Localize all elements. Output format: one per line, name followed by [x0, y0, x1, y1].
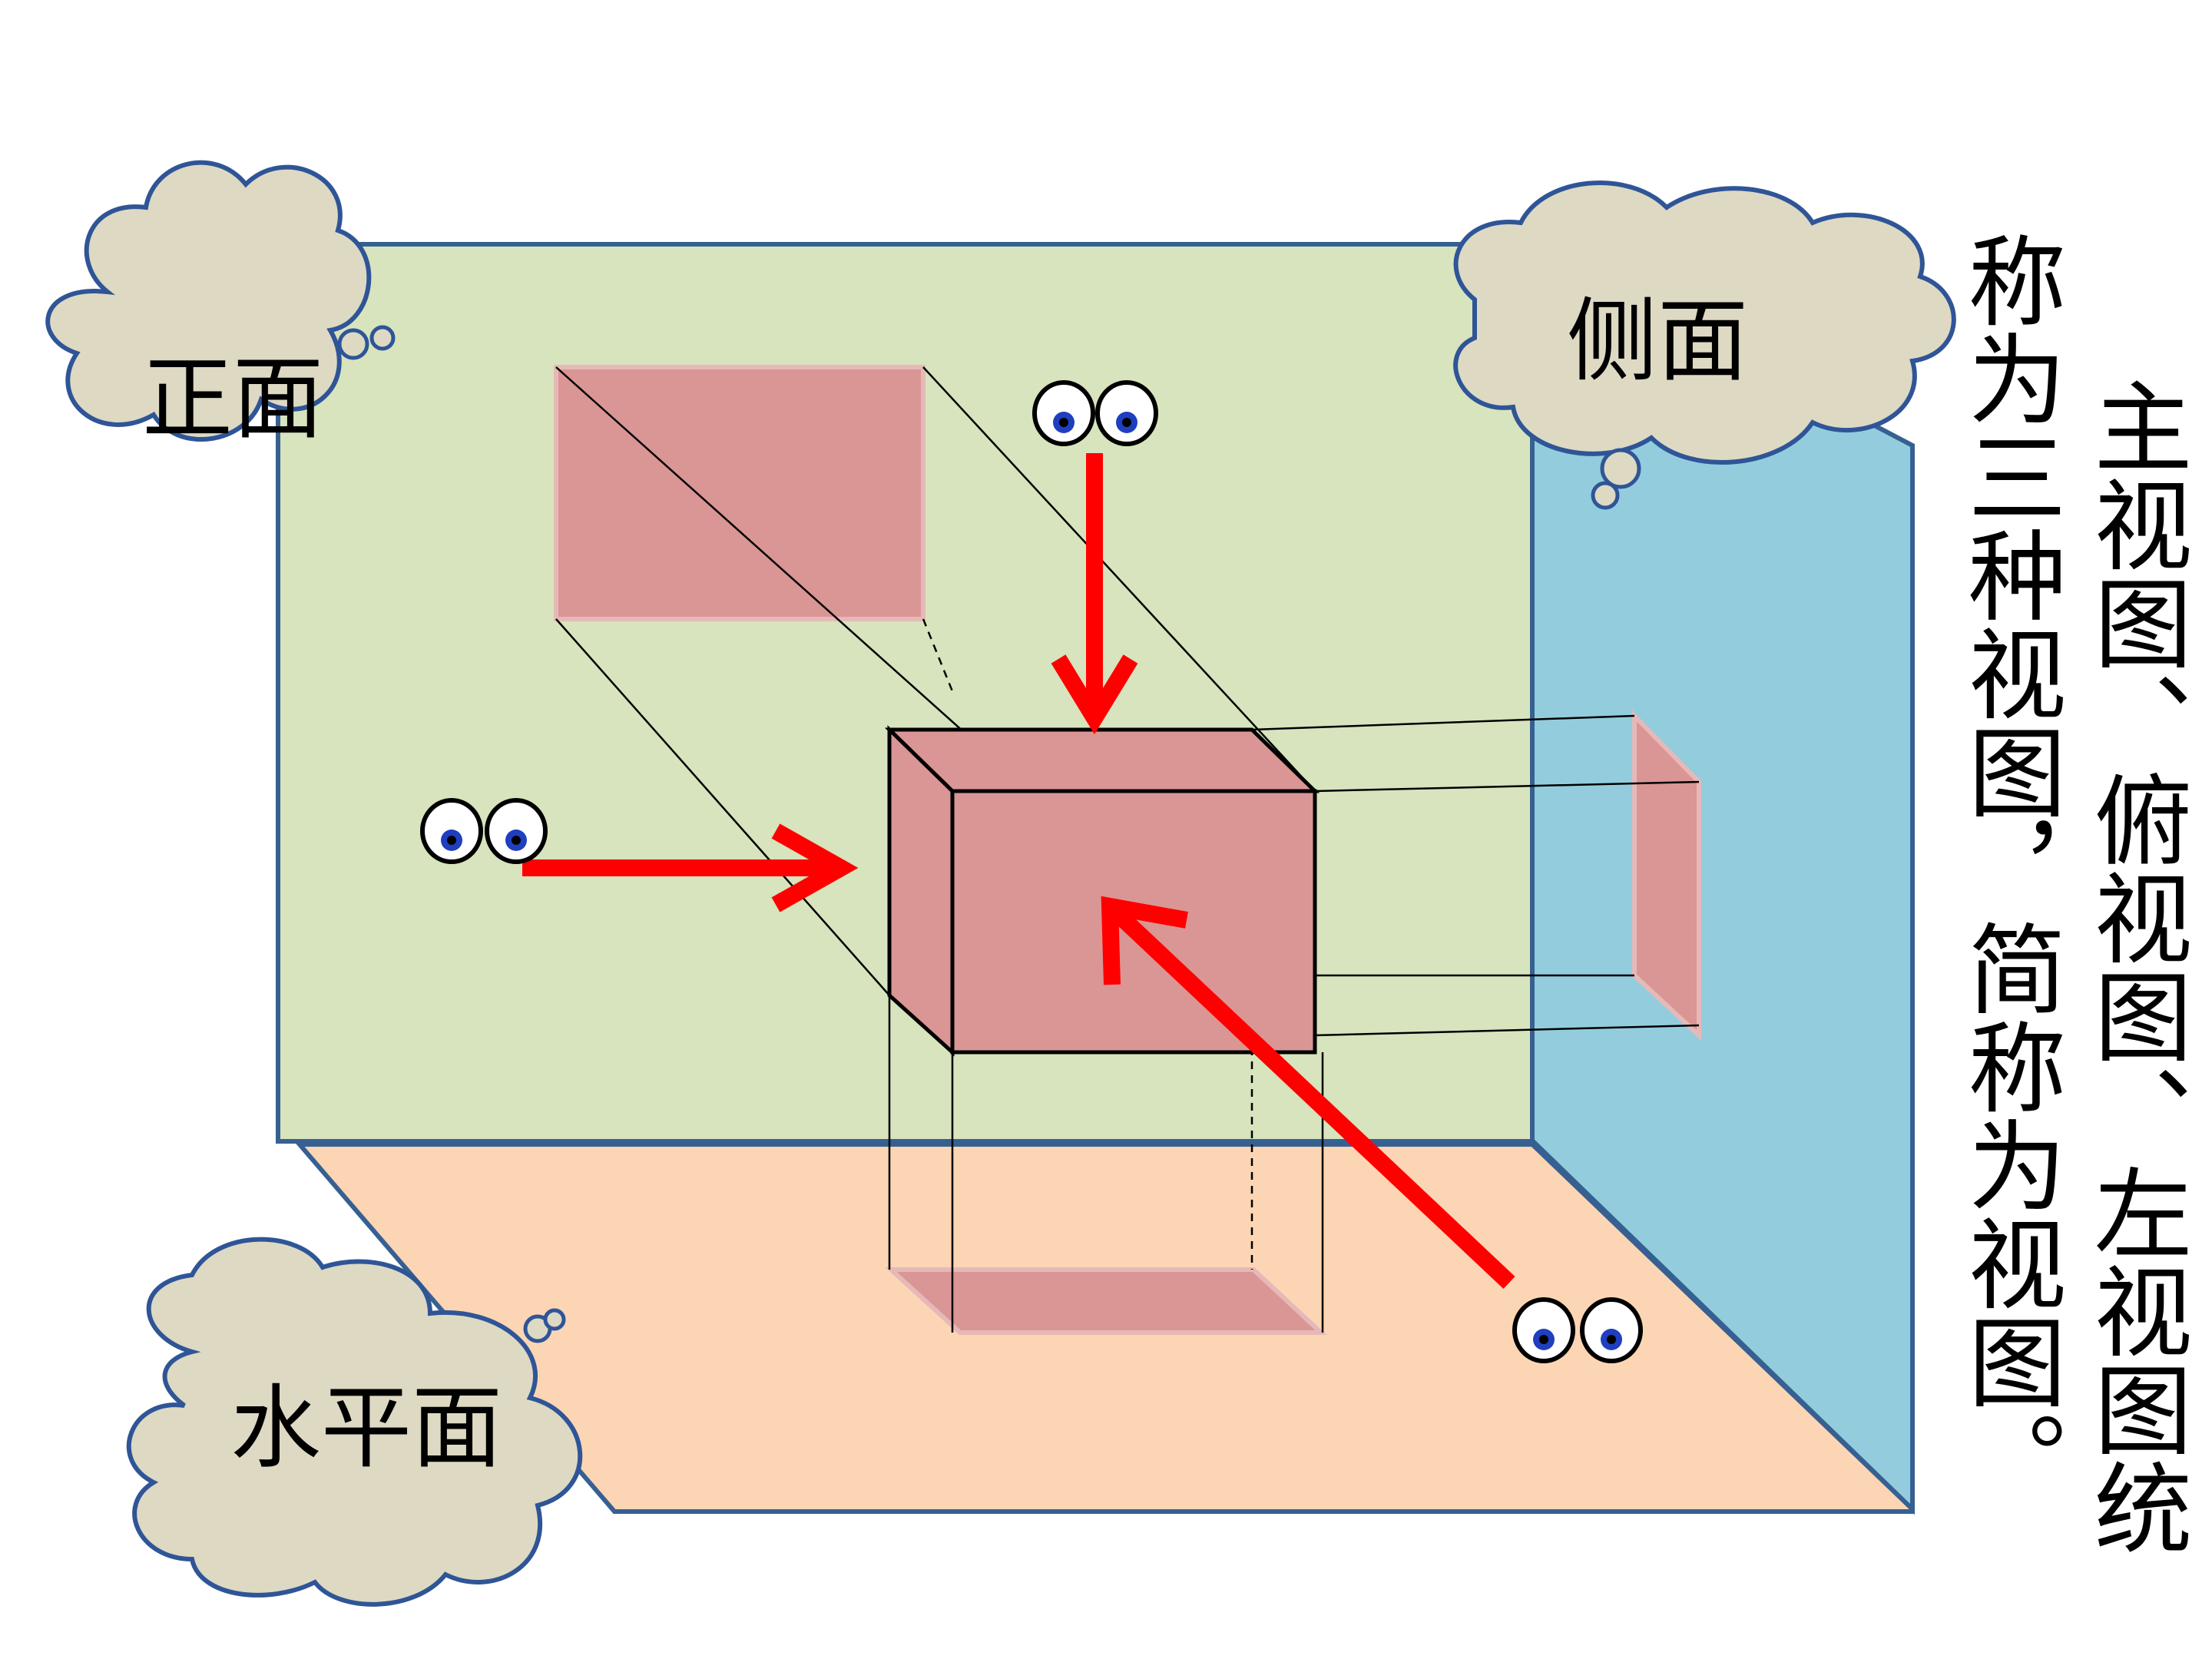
red-arrow-icon: [1051, 453, 1138, 735]
front-view-projection: [554, 365, 926, 621]
top-view-projection: [885, 1267, 1327, 1335]
description-column-1: 主视图、俯视图、左视图统: [2077, 376, 2191, 1556]
cuboid: [884, 725, 1320, 1057]
thought-cloud-front: 正面: [45, 160, 396, 452]
description-column-2: 称为三种视图，简称为视图。: [1951, 230, 2065, 1508]
thought-cloud-side: 侧面: [1453, 180, 1956, 510]
thought-cloud-horizontal: 水平面: [127, 1237, 583, 1607]
red-arrow-icon: [1101, 896, 1515, 1290]
front-label: 正面: [142, 346, 323, 452]
horizontal-label: 水平面: [230, 1375, 502, 1481]
side-view-projection: [1632, 710, 1701, 1041]
side-label: 侧面: [1567, 288, 1748, 394]
red-arrow-icon: [522, 823, 859, 912]
